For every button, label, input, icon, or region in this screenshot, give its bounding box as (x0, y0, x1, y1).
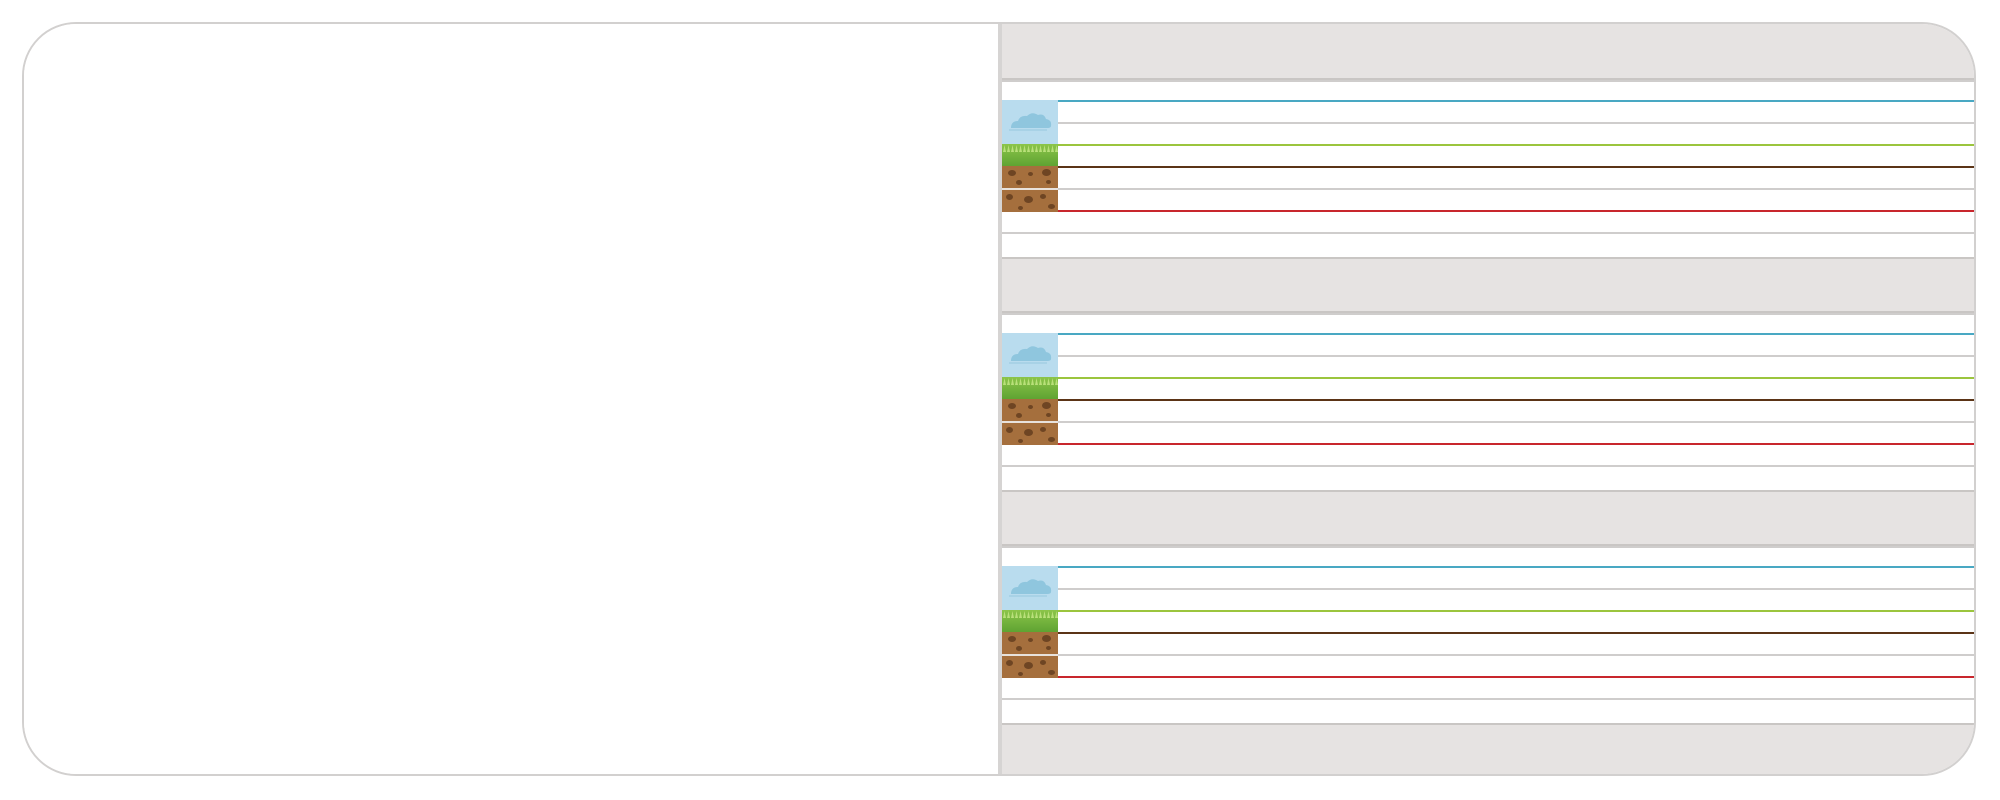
mid-line (1058, 632, 1974, 634)
writing-line-set[interactable] (1002, 313, 1974, 490)
sky-mid-line (1058, 122, 1974, 124)
guide-line (1002, 546, 1974, 548)
grass-icon (1002, 610, 1058, 632)
handwriting-sheet (22, 22, 1976, 776)
header-band (1002, 24, 1974, 80)
sky-mid-line (1058, 355, 1974, 357)
extra-line (1002, 232, 1974, 234)
writing-line-set[interactable] (1002, 80, 1974, 257)
soil-mid-line (1058, 421, 1974, 423)
guide-line (1002, 313, 1974, 315)
cloud-icon (1002, 333, 1058, 377)
right-lined-page (1002, 24, 1974, 774)
base-line (1002, 210, 1974, 212)
base-line (1002, 676, 1974, 678)
extra-line (1002, 698, 1974, 700)
grass-line (1058, 610, 1974, 612)
soil-icon (1002, 632, 1058, 678)
guide-icons (1002, 100, 1058, 212)
grass-line (1058, 377, 1974, 379)
top-line (1058, 566, 1974, 568)
grass-icon (1002, 144, 1058, 166)
cloud-icon (1002, 566, 1058, 610)
grass-line (1058, 144, 1974, 146)
page-divider (998, 24, 1002, 774)
soil-mid-line (1058, 188, 1974, 190)
sky-mid-line (1058, 588, 1974, 590)
mid-line (1058, 399, 1974, 401)
mid-line (1058, 166, 1974, 168)
top-line (1058, 333, 1974, 335)
grass-icon (1002, 377, 1058, 399)
soil-icon (1002, 166, 1058, 212)
guide-icons (1002, 566, 1058, 678)
footer-band (1002, 723, 1974, 774)
separator-band (1002, 257, 1974, 313)
soil-icon (1002, 399, 1058, 445)
top-line (1058, 100, 1974, 102)
writing-line-set[interactable] (1002, 546, 1974, 723)
left-blank-page (24, 24, 998, 774)
guide-icons (1002, 333, 1058, 445)
base-line (1002, 443, 1974, 445)
guide-line (1002, 80, 1974, 82)
soil-mid-line (1058, 654, 1974, 656)
cloud-icon (1002, 100, 1058, 144)
extra-line (1002, 465, 1974, 467)
separator-band (1002, 490, 1974, 546)
